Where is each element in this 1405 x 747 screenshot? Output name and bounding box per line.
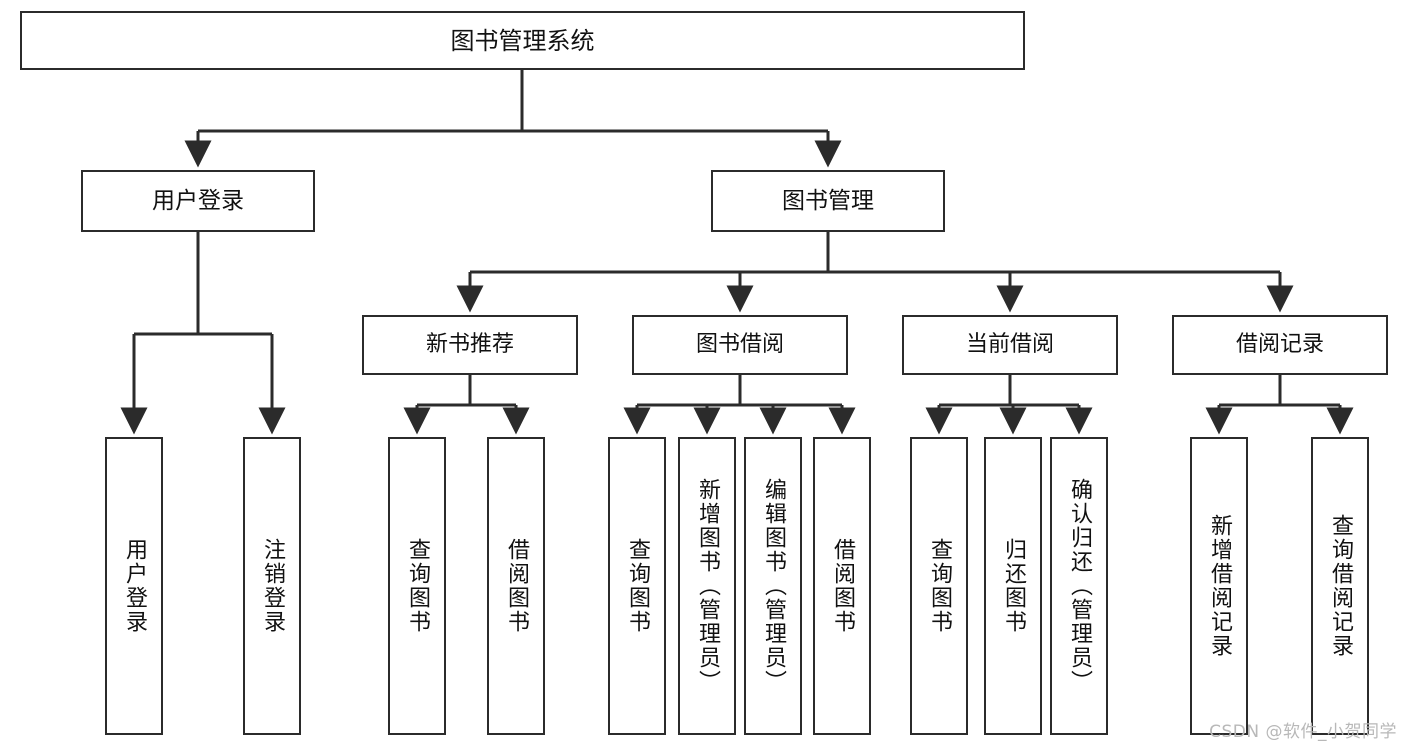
node-leaf-borrow-book-1-label: 借阅图书 [504, 538, 529, 634]
node-leaf-query-book-3-label: 查询图书 [927, 538, 952, 634]
node-leaf-borrow-book-2-label: 借阅图书 [830, 538, 855, 634]
node-leaf-add-book[interactable]: 新增图书（管理员） [678, 437, 736, 735]
node-leaf-query-book-1[interactable]: 查询图书 [388, 437, 446, 735]
node-leaf-add-book-label: 新增图书（管理员） [695, 478, 720, 694]
node-leaf-add-record[interactable]: 新增借阅记录 [1190, 437, 1248, 735]
node-book-borrow[interactable]: 图书借阅 [632, 315, 848, 375]
node-leaf-user-login[interactable]: 用户登录 [105, 437, 163, 735]
node-user-login[interactable]: 用户登录 [81, 170, 315, 232]
node-leaf-query-book-1-label: 查询图书 [405, 538, 430, 634]
node-borrow-record-label: 借阅记录 [1235, 332, 1324, 357]
node-leaf-confirm-return[interactable]: 确认归还（管理员） [1050, 437, 1108, 735]
node-leaf-add-record-label: 新增借阅记录 [1207, 514, 1232, 658]
node-book-borrow-label: 图书借阅 [695, 332, 784, 357]
node-leaf-edit-book-label: 编辑图书（管理员） [761, 478, 786, 694]
node-root[interactable]: 图书管理系统 [20, 11, 1025, 70]
node-leaf-borrow-book-2[interactable]: 借阅图书 [813, 437, 871, 735]
node-new-book-rec[interactable]: 新书推荐 [362, 315, 578, 375]
node-leaf-user-logout[interactable]: 注销登录 [243, 437, 301, 735]
node-leaf-query-book-2-label: 查询图书 [625, 538, 650, 634]
node-current-borrow-label: 当前借阅 [965, 332, 1054, 357]
node-leaf-edit-book[interactable]: 编辑图书（管理员） [744, 437, 802, 735]
node-leaf-query-record[interactable]: 查询借阅记录 [1311, 437, 1369, 735]
node-leaf-query-record-label: 查询借阅记录 [1328, 514, 1353, 658]
node-current-borrow[interactable]: 当前借阅 [902, 315, 1118, 375]
watermark-text: CSDN @软件_小贺同学 [1209, 722, 1397, 742]
node-leaf-return-book-label: 归还图书 [1001, 538, 1026, 634]
node-leaf-user-logout-label: 注销登录 [260, 538, 285, 634]
node-leaf-query-book-3[interactable]: 查询图书 [910, 437, 968, 735]
node-borrow-record[interactable]: 借阅记录 [1172, 315, 1388, 375]
node-book-manage-label: 图书管理 [782, 187, 874, 214]
node-leaf-query-book-2[interactable]: 查询图书 [608, 437, 666, 735]
node-leaf-confirm-return-label: 确认归还（管理员） [1067, 478, 1092, 694]
node-book-manage[interactable]: 图书管理 [711, 170, 945, 232]
node-leaf-borrow-book-1[interactable]: 借阅图书 [487, 437, 545, 735]
node-leaf-return-book[interactable]: 归还图书 [984, 437, 1042, 735]
node-leaf-user-login-label: 用户登录 [122, 538, 147, 634]
node-new-book-rec-label: 新书推荐 [425, 332, 514, 357]
node-root-label: 图书管理系统 [450, 26, 595, 55]
node-user-login-label: 用户登录 [152, 187, 244, 214]
